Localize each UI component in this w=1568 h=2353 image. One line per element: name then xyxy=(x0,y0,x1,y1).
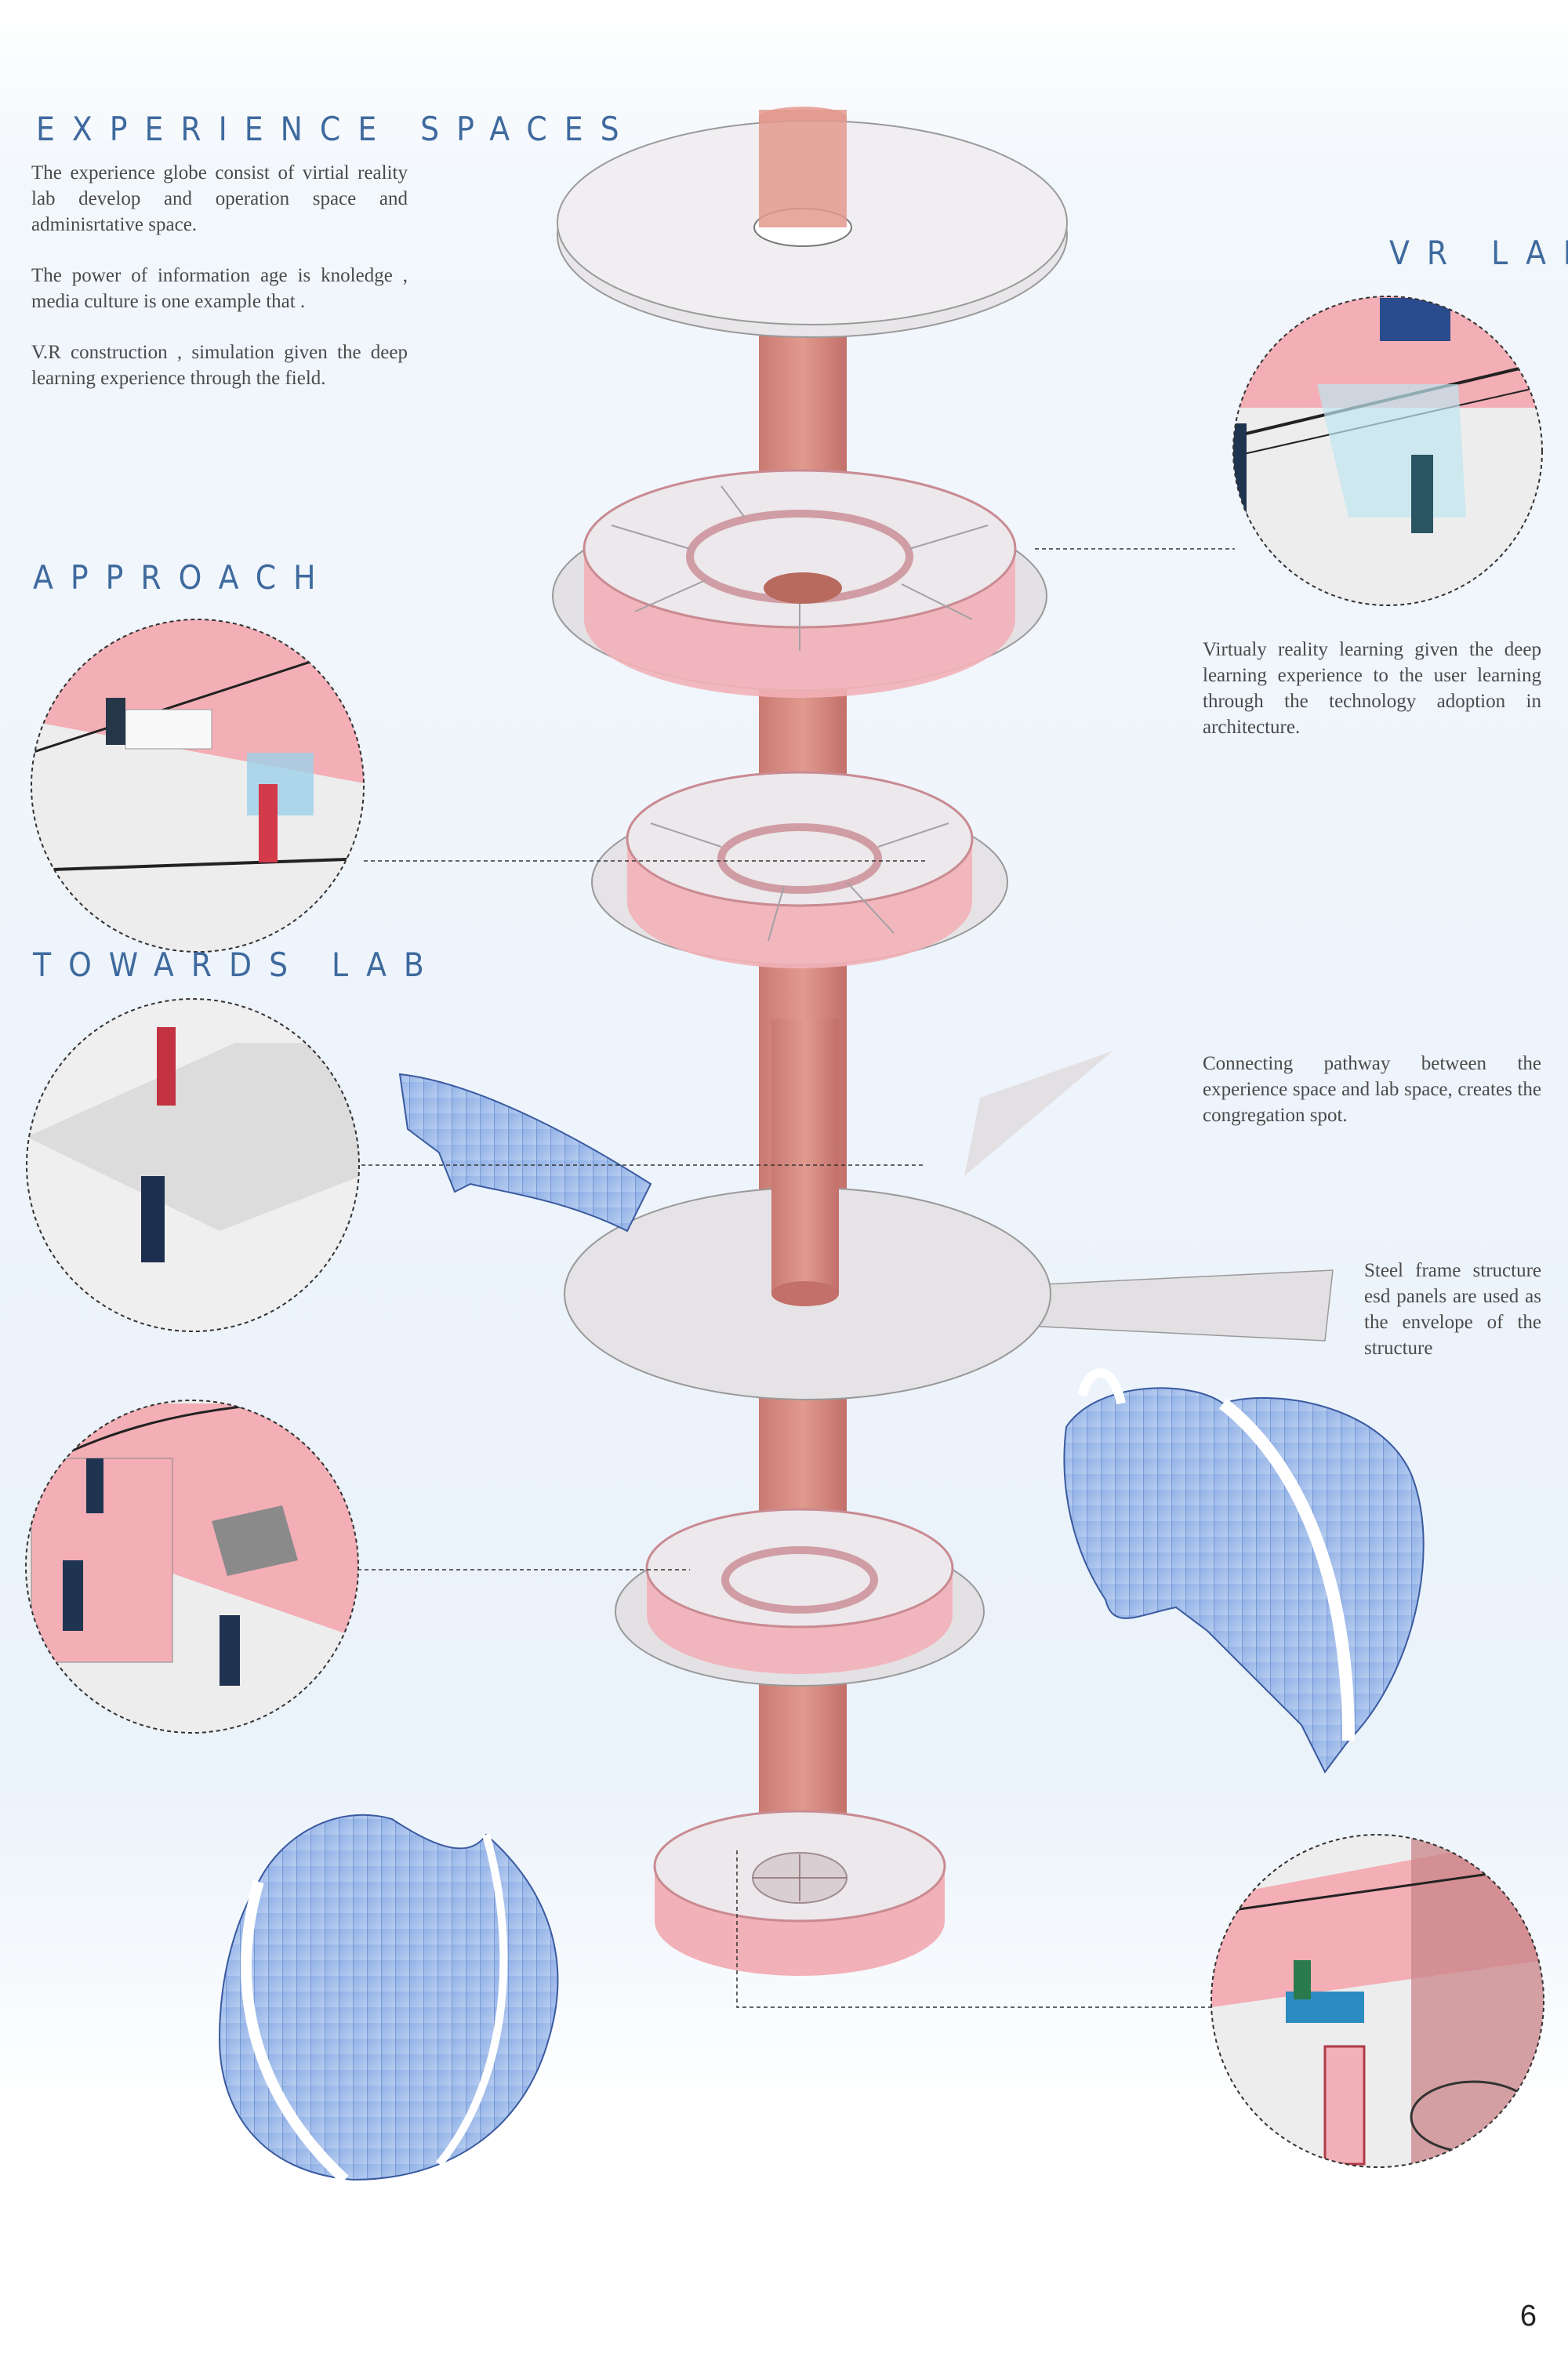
person-figure xyxy=(141,1176,165,1262)
person-figure xyxy=(1411,455,1433,533)
globe-shell-left xyxy=(218,1814,559,2184)
meeting-floor xyxy=(615,1508,985,1687)
vr-lab-floor xyxy=(552,469,1047,698)
person-figure xyxy=(259,784,278,862)
person-figure xyxy=(157,1027,176,1106)
vr-labs-detail-circle xyxy=(1232,296,1543,606)
intro-paragraph-1: The experience globe consist of virtial … xyxy=(31,162,408,235)
meeting-detail-circle xyxy=(25,1400,359,1734)
intro-paragraph-3: V.R construction , simulation given the … xyxy=(31,342,408,389)
globe-shell-right xyxy=(1063,1368,1425,1774)
reception-detail-circle xyxy=(1210,1834,1544,2168)
person-figure xyxy=(220,1615,240,1686)
towards-lab-detail-circle xyxy=(26,998,360,1332)
vr-labs-heading: VR LABS xyxy=(1389,234,1568,272)
person-figure xyxy=(63,1560,83,1631)
reception-floor xyxy=(653,1810,946,1976)
roof-disc xyxy=(557,110,1068,338)
vr-labs-paragraph: Virtualy reality learning given the deep… xyxy=(1203,639,1541,738)
experience-spaces-heading: EXPERIENCE SPACES xyxy=(36,110,637,148)
pathway-canopy xyxy=(398,1073,652,1233)
intro-paragraph-2: The power of information age is knoledge… xyxy=(31,265,408,312)
approach-heading: APPROACH xyxy=(33,558,333,597)
structure-paragraph: Steel frame structure esd panels are use… xyxy=(1364,1260,1541,1359)
leader-lines xyxy=(333,548,1235,2008)
person-figure xyxy=(86,1458,103,1513)
person-figure xyxy=(106,698,125,745)
approach-floor xyxy=(591,771,1008,968)
approach-detail-circle xyxy=(31,619,365,953)
person-figure xyxy=(1294,1960,1311,1999)
intro-text-block: The experience globe consist of virtial … xyxy=(31,160,408,416)
page-number: 6 xyxy=(1519,2300,1537,2333)
pathway-paragraph: Connecting pathway between the experienc… xyxy=(1203,1053,1541,1126)
towards-lab-heading: TOWARDS LAB xyxy=(33,946,441,984)
plaza-floor xyxy=(564,1019,1334,1400)
